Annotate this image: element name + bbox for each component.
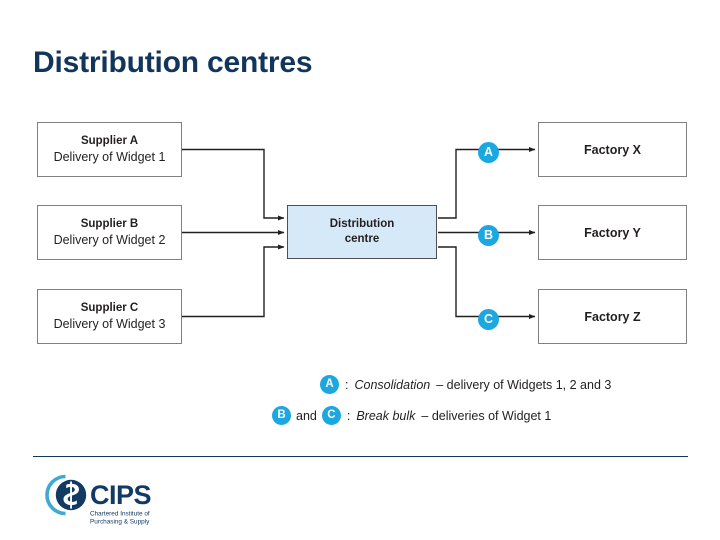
- connector-supplier-c-to-dc: [182, 244, 285, 318]
- supplier-b-box[interactable]: Supplier B Delivery of Widget 2: [37, 205, 182, 260]
- legend-row-break-bulk: B and C : Break bulk – deliveries of Wid…: [272, 406, 551, 425]
- logo-tagline-line1: Chartered Institute of: [90, 511, 150, 518]
- legend-emphasis-break-bulk: Break bulk: [356, 408, 416, 423]
- connector-supplier-a-to-dc: [182, 148, 285, 221]
- factory-x-box[interactable]: Factory X: [538, 122, 687, 177]
- route-badge-b[interactable]: B: [478, 225, 499, 246]
- route-badge-c[interactable]: C: [478, 309, 499, 330]
- factory-y-name: Factory Y: [584, 225, 641, 240]
- logo-mark-stem-icon: [70, 481, 72, 509]
- cips-logo: CIPS Chartered Institute of Purchasing &…: [38, 472, 188, 526]
- factory-z-name: Factory Z: [584, 309, 641, 324]
- supplier-a-name: Supplier A: [80, 135, 139, 148]
- supplier-c-detail: Delivery of Widget 3: [53, 316, 166, 331]
- supplier-c-box[interactable]: Supplier C Delivery of Widget 3: [37, 289, 182, 344]
- legend-separator-2: :: [346, 408, 351, 423]
- factory-x-name: Factory X: [584, 142, 641, 157]
- legend-row-consolidation: A : Consolidation – delivery of Widgets …: [320, 375, 611, 394]
- distribution-diagram: Supplier A Delivery of Widget 1 Supplier…: [0, 105, 720, 355]
- factory-y-box[interactable]: Factory Y: [538, 205, 687, 260]
- supplier-b-detail: Delivery of Widget 2: [53, 232, 166, 247]
- supplier-c-name: Supplier C: [80, 302, 139, 315]
- logo-tagline-line2: Purchasing & Supply: [90, 519, 150, 526]
- legend-emphasis-consolidation: Consolidation: [354, 377, 431, 392]
- page-title: Distribution centres: [33, 46, 313, 79]
- logo-wordmark: CIPS: [90, 480, 151, 510]
- factory-z-box[interactable]: Factory Z: [538, 289, 687, 344]
- legend-conjunction: and: [296, 408, 317, 423]
- legend-separator-1: :: [345, 377, 349, 392]
- legend-badge-b: B: [272, 406, 291, 425]
- legend-rest-consolidation: – delivery of Widgets 1, 2 and 3: [436, 377, 612, 392]
- logo-arc-icon: [45, 474, 66, 516]
- cips-logo-svg: CIPS Chartered Institute of Purchasing &…: [45, 474, 152, 526]
- footer-divider: [33, 456, 688, 457]
- distribution-centre-box[interactable]: Distribution centre: [287, 205, 437, 259]
- route-badge-a[interactable]: A: [478, 142, 499, 163]
- connector-dc-to-factory-z: [438, 246, 536, 320]
- supplier-a-detail: Delivery of Widget 1: [53, 149, 166, 164]
- supplier-a-box[interactable]: Supplier A Delivery of Widget 1: [37, 122, 182, 177]
- supplier-b-name: Supplier B: [80, 218, 139, 231]
- legend-badge-a: A: [320, 375, 339, 394]
- legend-rest-break-bulk: – deliveries of Widget 1: [421, 408, 552, 423]
- distribution-centre-label-line1: Distribution: [329, 218, 395, 231]
- distribution-centre-label-line2: centre: [344, 233, 380, 245]
- legend-badge-c: C: [321, 406, 341, 425]
